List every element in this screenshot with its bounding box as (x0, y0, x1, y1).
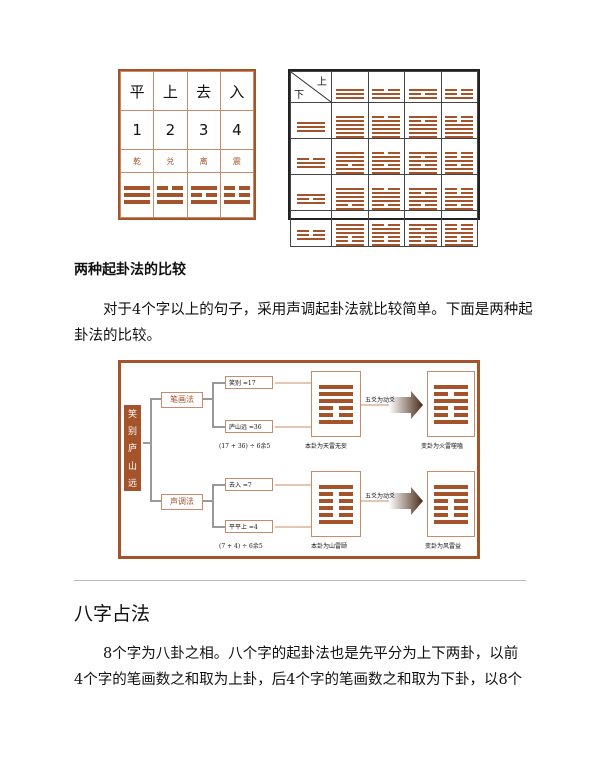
section-divider (74, 580, 526, 581)
changed-hexagram-label: 变卦为火雷噬嗑 (421, 443, 464, 450)
trigram-symbol-li (186, 172, 221, 218)
trigram-symbol-qian (119, 172, 155, 218)
root-char: 远 (127, 478, 137, 489)
eight-char-paragraph-line1: 8个字为八卦之相。八个字的起卦法也是先平分为上下两卦，以前 (103, 646, 519, 662)
corner-bottom-label: 下 (294, 90, 304, 101)
hexagram-cell (440, 210, 478, 247)
section-heading-eight-char: 八字占法 (74, 603, 151, 625)
hexagram-cell (331, 102, 369, 139)
hexagram-cell (404, 174, 442, 211)
hexagram-cell (331, 138, 369, 175)
tone-cell: 平 (119, 71, 155, 111)
hexagram-result-label: 本卦为山雷颐 (311, 543, 348, 550)
hexagram-shihe (427, 371, 475, 437)
hexagram-cell (404, 210, 442, 247)
comparison-diagram: 笑 别 庐 山 远 笔画法 声调法 笑别 =17 庐山远 =36 (17 + 3… (118, 360, 480, 559)
grid-corner: 上 下 (290, 71, 332, 103)
hexagram-cell (404, 102, 442, 139)
root-char: 别 (127, 427, 137, 438)
diagonal-line (291, 72, 331, 102)
trigram-name: 乾 (119, 149, 155, 173)
hexagram-cell (367, 174, 405, 211)
tone-cell: 去 (186, 71, 221, 111)
tone-cell: 上 (153, 71, 188, 111)
hexagram-cell (440, 102, 478, 139)
trigram-symbol-zhen (219, 172, 255, 218)
diagram-connectors (143, 382, 423, 528)
hexagram-yi (311, 471, 361, 537)
hexagram-grid: 上 下 (288, 69, 480, 247)
root-char: 山 (127, 461, 137, 472)
trigram-name: 兑 (153, 149, 188, 173)
tone-count-lower: 平平上 =4 (225, 520, 273, 533)
hexagram-cell (331, 210, 369, 247)
method-tone-label: 声调法 (161, 494, 203, 510)
number-cell: 4 (219, 110, 255, 150)
arrow-right-icon (389, 487, 423, 515)
number-cell: 3 (186, 110, 221, 150)
trigram-name: 震 (219, 149, 255, 173)
hexagram-cell (440, 138, 478, 175)
corner-top-label: 上 (317, 77, 327, 88)
changed-hexagram-label: 变卦为风雷益 (425, 543, 462, 550)
row-trigram (290, 138, 332, 175)
stroke-count-lower: 庐山远 =36 (225, 420, 273, 433)
hexagram-cell (367, 102, 405, 139)
hexagram-yi-increase (427, 471, 475, 537)
hexagram-cell (367, 210, 405, 247)
header-trigram (440, 71, 478, 103)
method-stroke-label: 笔画法 (161, 392, 203, 408)
row-trigram (290, 102, 332, 139)
hexagram-cell (331, 174, 369, 211)
section-heading-comparison: 两种起卦法的比较 (74, 262, 186, 278)
tone-count-upper: 去入 =7 (225, 478, 273, 491)
moving-line-label: 五爻为动爻 (365, 493, 396, 500)
number-cell: 1 (119, 110, 155, 150)
root-phrase: 笑 别 庐 山 远 (124, 405, 141, 491)
header-trigram (367, 71, 405, 103)
hexagram-cell (440, 174, 478, 211)
trigram-name: 离 (186, 149, 221, 173)
root-char: 庐 (127, 444, 137, 455)
arrow-right-icon (389, 391, 423, 419)
hexagram-wuwang (311, 371, 361, 437)
stroke-calculation: (17 + 36) ÷ 6余5 (219, 443, 271, 450)
comparison-paragraph: 对于4个字以上的句子，采用声调起卦法就比较简单。下面是两种起卦法的比较。 (74, 302, 533, 344)
hexagram-cell (404, 138, 442, 175)
row-trigram (290, 210, 332, 247)
tone-trigram-table: 平 上 去 入 1 2 3 4 乾 兑 离 震 (118, 69, 256, 220)
row-trigram (290, 174, 332, 211)
header-trigram (331, 71, 369, 103)
stroke-count-upper: 笑别 =17 (225, 376, 273, 389)
tone-calculation: (7 + 4) ÷ 6余5 (219, 543, 263, 550)
header-trigram (404, 71, 442, 103)
eight-char-paragraph-line2: 4个字的笔画数之和取为上卦，后4个字的笔画数之和取为下卦，以8个 (74, 672, 523, 688)
hexagram-result-label: 本卦为天雷无妄 (305, 443, 348, 450)
root-char: 笑 (127, 410, 137, 421)
moving-line-label: 五爻为动爻 (365, 397, 396, 404)
trigram-symbol-dui (153, 172, 188, 218)
tone-cell: 入 (219, 71, 255, 111)
number-cell: 2 (153, 110, 188, 150)
hexagram-cell (367, 138, 405, 175)
